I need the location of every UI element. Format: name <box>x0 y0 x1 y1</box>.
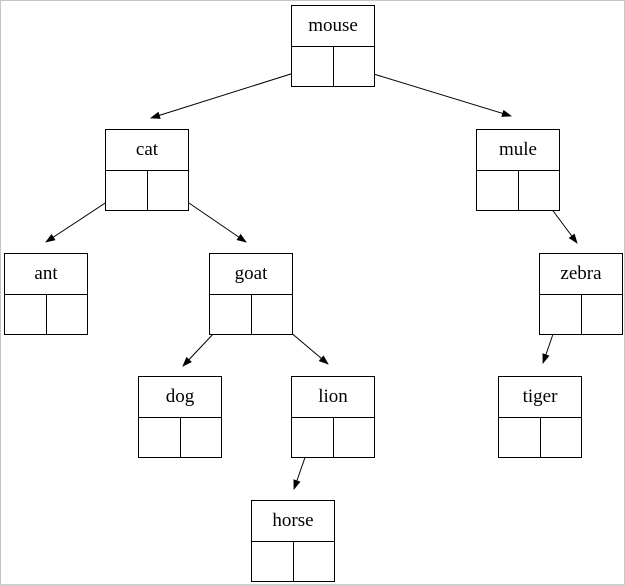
right-pointer-cell <box>334 418 375 457</box>
right-pointer-cell <box>148 171 189 210</box>
tree-node-lion: lion <box>291 376 375 458</box>
left-pointer-cell <box>477 171 519 210</box>
node-label: goat <box>210 254 292 295</box>
left-pointer-cell <box>292 418 334 457</box>
pointer-cells <box>292 418 374 457</box>
node-label: lion <box>292 377 374 418</box>
node-label: mule <box>477 130 559 171</box>
right-pointer-cell <box>294 542 335 581</box>
tree-node-dog: dog <box>138 376 222 458</box>
pointer-cells <box>540 295 622 334</box>
right-pointer-cell <box>334 47 375 86</box>
left-pointer-cell <box>210 295 252 334</box>
tree-node-mule: mule <box>476 129 560 211</box>
node-label: ant <box>5 254 87 295</box>
left-pointer-cell <box>499 418 541 457</box>
tree-node-zebra: zebra <box>539 253 623 335</box>
right-pointer-cell <box>181 418 222 457</box>
pointer-cells <box>5 295 87 334</box>
left-pointer-cell <box>292 47 334 86</box>
pointer-cells <box>106 171 188 210</box>
right-pointer-cell <box>541 418 582 457</box>
edge-mouse-left-cat <box>150 66 314 119</box>
node-label: dog <box>139 377 221 418</box>
node-label: zebra <box>540 254 622 295</box>
pointer-cells <box>139 418 221 457</box>
left-pointer-cell <box>540 295 582 334</box>
node-label: mouse <box>292 6 374 47</box>
pointer-cells <box>210 295 292 334</box>
right-pointer-cell <box>582 295 623 334</box>
right-pointer-cell <box>519 171 560 210</box>
tree-node-cat: cat <box>105 129 189 211</box>
pointer-cells <box>292 47 374 86</box>
edge-mouse-right-mule <box>353 67 512 117</box>
tree-node-tiger: tiger <box>498 376 582 458</box>
left-pointer-cell <box>252 542 294 581</box>
node-label: tiger <box>499 377 581 418</box>
left-pointer-cell <box>106 171 148 210</box>
pointer-cells <box>499 418 581 457</box>
node-label: cat <box>106 130 188 171</box>
tree-node-ant: ant <box>4 253 88 335</box>
right-pointer-cell <box>252 295 293 334</box>
left-pointer-cell <box>5 295 47 334</box>
node-label: horse <box>252 501 334 542</box>
right-pointer-cell <box>47 295 88 334</box>
tree-node-goat: goat <box>209 253 293 335</box>
tree-node-horse: horse <box>251 500 335 582</box>
pointer-cells <box>477 171 559 210</box>
tree-node-mouse: mouse <box>291 5 375 87</box>
pointer-cells <box>252 542 334 581</box>
left-pointer-cell <box>139 418 181 457</box>
